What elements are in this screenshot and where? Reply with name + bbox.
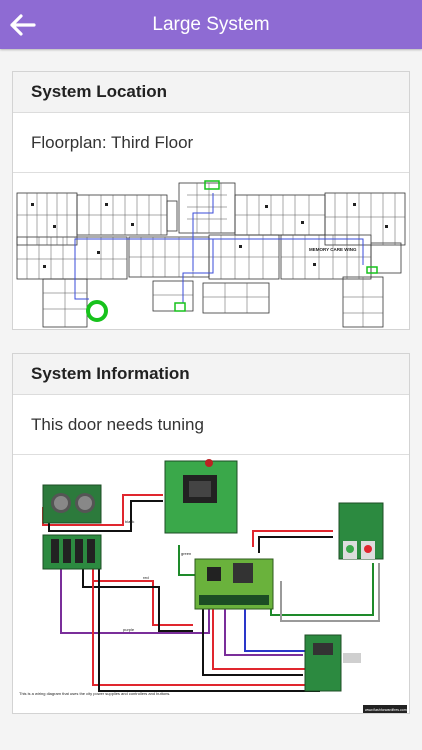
page-title: Large System [152, 13, 270, 35]
system-note: This door needs tuning [13, 395, 409, 455]
floorplan-wing-label: MEMORY CARE WING [309, 247, 357, 252]
wire-label: black [125, 519, 134, 524]
floorplan-label: Floorplan: Third Floor [13, 113, 409, 173]
diagram-caption: This is a wiring diagram that uses the c… [19, 691, 170, 696]
app-header: Large System [0, 0, 422, 49]
bottom-spacer [0, 735, 422, 750]
wire-label: green [181, 551, 191, 556]
system-location-card: System Location Floorplan: Third Floor [12, 71, 410, 330]
diagram-watermark: www.flashforwardfires.com [365, 708, 407, 712]
wire-label: purple [123, 627, 135, 632]
floorplan-image[interactable]: MEMORY CARE WING [13, 173, 409, 329]
wiring-diagram-image[interactable]: black red purple green This is a wiring … [13, 455, 409, 713]
section-heading: System Information [13, 354, 409, 395]
wire-label: red [143, 575, 149, 580]
system-information-card: System Information This door needs tunin… [12, 353, 410, 714]
section-heading: System Location [13, 72, 409, 113]
arrow-left-icon [10, 14, 36, 36]
back-button[interactable] [6, 8, 40, 42]
